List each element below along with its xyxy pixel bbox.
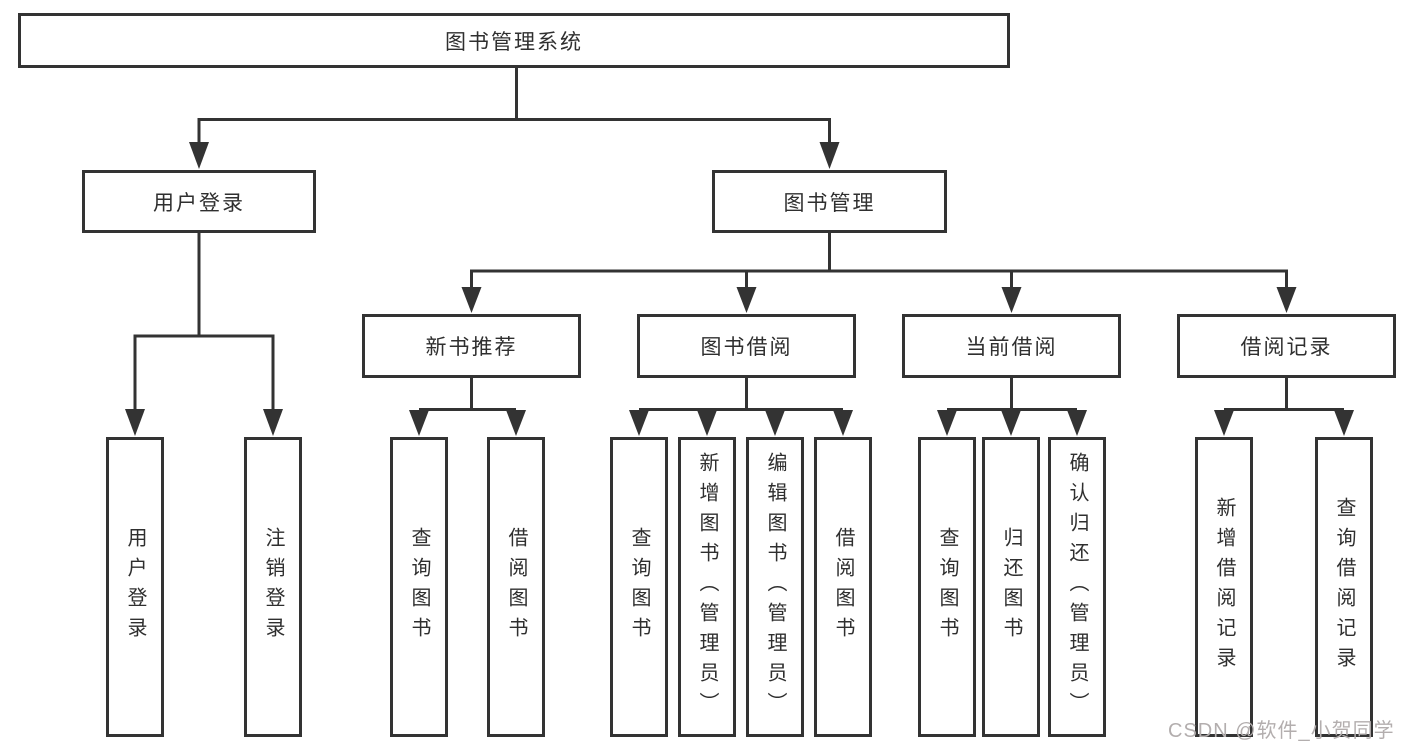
leaf-label: 新增图书（管理员）: [696, 452, 718, 722]
node-current-borrowing: 当前借阅: [902, 314, 1121, 378]
connector-user-login-children: [125, 233, 283, 436]
leaf-label: 查询图书: [628, 527, 650, 647]
leaf-label: 查询图书: [936, 527, 958, 647]
leaf-records-query-record: 查询借阅记录: [1315, 437, 1373, 737]
connector-borrowing-records-children: [1214, 378, 1354, 436]
leaf-label: 确认归还（管理员）: [1066, 452, 1088, 722]
leaf-label: 新增借阅记录: [1213, 497, 1235, 677]
leaf-recommend-borrow-books: 借阅图书: [487, 437, 545, 737]
connector-book-management-children: [461, 233, 1297, 313]
leaf-label: 编辑图书（管理员）: [764, 452, 786, 722]
node-root: 图书管理系统: [18, 13, 1010, 68]
leaf-current-query-books: 查询图书: [918, 437, 976, 737]
node-book-management: 图书管理: [712, 170, 947, 233]
leaf-current-confirm-return-admin: 确认归还（管理员）: [1048, 437, 1106, 737]
leaf-borrowing-add-books-admin: 新增图书（管理员）: [678, 437, 736, 737]
leaf-recommend-query-books: 查询图书: [390, 437, 448, 737]
leaf-current-return-books: 归还图书: [982, 437, 1040, 737]
leaf-borrowing-borrow-books: 借阅图书: [814, 437, 872, 737]
connector-new-book-recommend-children: [409, 378, 526, 436]
leaf-label: 借阅图书: [832, 527, 854, 647]
leaf-label: 归还图书: [1000, 527, 1022, 647]
leaf-borrowing-query-books: 查询图书: [610, 437, 668, 737]
leaf-borrowing-edit-books-admin: 编辑图书（管理员）: [746, 437, 804, 737]
node-user-login: 用户登录: [82, 170, 316, 233]
leaf-label: 借阅图书: [505, 527, 527, 647]
leaf-label: 查询借阅记录: [1333, 497, 1355, 677]
leaf-user-login: 用户登录: [106, 437, 164, 737]
node-borrowing-records: 借阅记录: [1177, 314, 1396, 378]
leaf-records-add-record: 新增借阅记录: [1195, 437, 1253, 737]
node-new-book-recommend: 新书推荐: [362, 314, 581, 378]
leaf-logout: 注销登录: [244, 437, 302, 737]
watermark: CSDN @软件_小贺同学: [1168, 720, 1395, 742]
leaf-label: 用户登录: [124, 527, 146, 647]
leaf-label: 查询图书: [408, 527, 430, 647]
connector-book-borrowing-children: [629, 378, 853, 436]
connector-root-to-level2: [189, 68, 840, 169]
node-book-borrowing: 图书借阅: [637, 314, 856, 378]
leaf-label: 注销登录: [262, 527, 284, 647]
connector-current-borrowing-children: [937, 378, 1087, 436]
